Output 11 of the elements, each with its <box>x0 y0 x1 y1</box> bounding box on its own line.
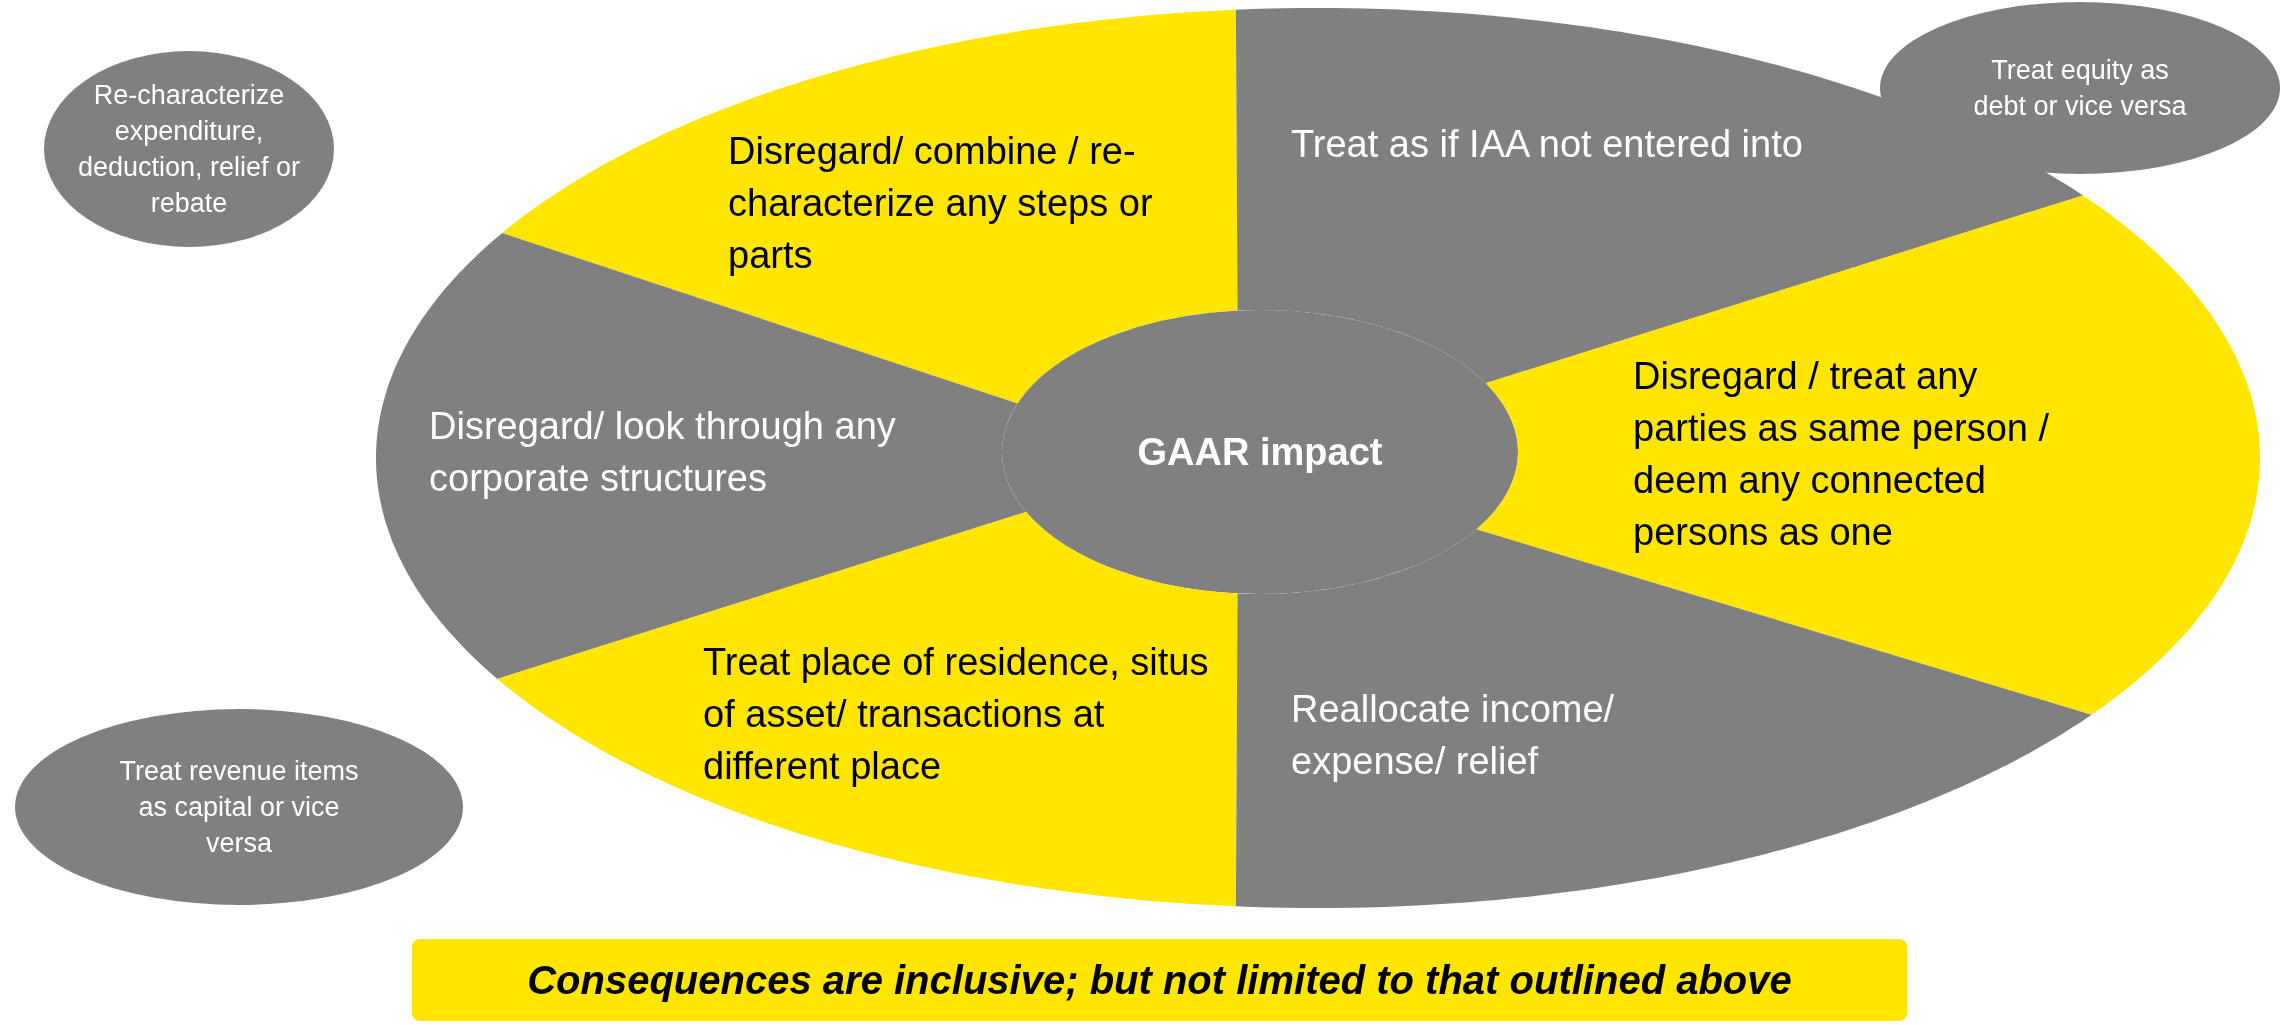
segment-text: Reallocate income/ expense/ relief <box>1291 687 1616 784</box>
callout-text: Treat revenue items as capital or vice versa <box>118 755 360 860</box>
note-text: Consequences are inclusive; but not limited to that outlined above <box>527 957 1792 1003</box>
segment-text: Disregard/ look through any corporate structures <box>429 404 897 501</box>
note-banner <box>412 939 1907 1021</box>
segment-text: Disregard / treat any parties as same person / deem any connected persons as one <box>1633 354 2051 555</box>
callout-text: Re-characterize expenditure, deduction, relief or rebate <box>76 79 302 220</box>
segment-text: Disregard/ combine / re-characterize any steps or parts <box>728 129 1154 278</box>
callout-text: Treat equity as debt or vice versa <box>1972 54 2188 123</box>
segment-text: Treat as if IAA not entered into <box>1291 122 1803 167</box>
segment-text: Treat place of residence, situs of asset/ transactions at different place <box>703 640 1210 789</box>
